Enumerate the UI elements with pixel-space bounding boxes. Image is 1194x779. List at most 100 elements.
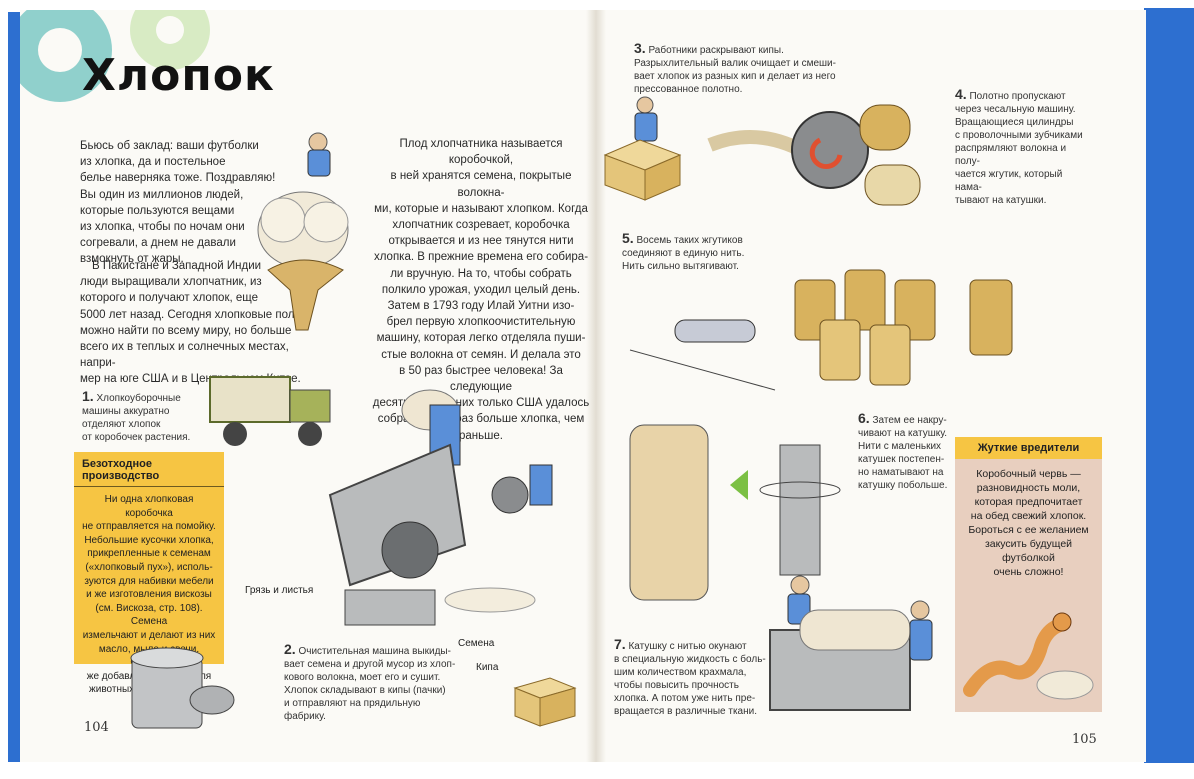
column-line: ли вручную. На то, чтобы собрать [390, 267, 572, 280]
caption-line: кового волокна, моет его и сушит. [284, 672, 441, 683]
column-line: хлопка. В прежние времена его собира- [373, 251, 589, 264]
waste-free-box: Безотходное производство Ни одна хлопков… [74, 452, 224, 695]
box-line: на обед свежий хлопок. [970, 510, 1087, 522]
intro-line: Вы один из миллионов людей, [80, 188, 244, 201]
caption-line: отделяют хлопок [82, 419, 161, 430]
intro-line: согревали, а днем не давали [80, 237, 236, 250]
page-number-right: 105 [1072, 732, 1097, 747]
caption-line: тывают на катушки. [955, 195, 1047, 206]
step-6-caption: 6. Затем ее накру- чивают на катушку. Ни… [858, 410, 948, 492]
box-line: которая предпочитает [974, 496, 1083, 508]
history-column: Плод хлопчатника называется коробочкой, … [370, 136, 592, 444]
caption-line: от коробочек растения. [82, 432, 191, 443]
caption-line: Вращающиеся цилиндры [955, 117, 1074, 128]
column-line: в ней хранятся семена, покрытые волокна- [390, 170, 572, 199]
trash-can-illustration [130, 647, 235, 729]
page-number-left: 104 [84, 720, 109, 735]
box-line: закусить будущей футболкой [984, 538, 1073, 564]
caption-line: катушку побольше. [858, 480, 948, 491]
history-line: 5000 лет назад. Сегодня хлопковые поля [80, 308, 301, 321]
step-number: 2. [284, 641, 296, 657]
history-paragraph: В Пакистане и Западной Индии люди выращи… [80, 258, 320, 388]
step-5-caption: 5. Восемь таких жгутиков соединяют в еди… [622, 230, 762, 273]
caption-line: через чесальную машину. [955, 104, 1076, 115]
book-cover-left [8, 12, 22, 762]
caption-line: прессованное полотно. [634, 84, 743, 95]
label-seeds: Семена [458, 638, 495, 649]
caption-line: с проволочными зубчиками [955, 130, 1083, 141]
caption-line: Работники раскрывают кипы. [648, 45, 784, 56]
column-line: Плод хлопчатника называется коробочкой, [399, 138, 563, 167]
page-title: Хлопок [82, 50, 275, 101]
column-line: хлопчатник созревает, коробочка [392, 219, 570, 232]
caption-line: в специальную жидкость с боль- [614, 654, 766, 665]
step-3-caption: 3. Работники раскрывают кипы. Разрыхлите… [634, 40, 874, 96]
intro-paragraph: Бьюсь об заклад: ваши футболки из хлопка… [80, 138, 290, 268]
step-number: 3. [634, 40, 646, 56]
step-number: 7. [614, 636, 626, 652]
bale-opener-illustration [603, 96, 682, 201]
step-1-caption: 1. Хлопкоуборочные машины аккуратно отде… [82, 388, 217, 444]
box-line: зуются для набивки мебели [84, 575, 214, 587]
caption-line: Затем ее накру- [872, 415, 947, 426]
label-dirt-leaves: Грязь и листья [245, 585, 314, 596]
gear-decoration [20, 10, 210, 102]
caption-line: Разрыхлительный валик очищает и смеши- [634, 58, 836, 69]
box-title: Безотходное производство [74, 452, 224, 487]
caption-line: Катушку с нитью окунают [628, 641, 747, 652]
box-line: Ни одна хлопковая коробочка [104, 494, 194, 519]
caption-line: фабрику. [284, 711, 326, 722]
cotton-gin-illustration [328, 389, 553, 626]
step-number: 5. [622, 230, 634, 246]
step-number: 1. [82, 388, 94, 404]
box-line: прикрепленные к семенам [87, 548, 211, 560]
caption-line: Хлопкоуборочные [96, 393, 181, 404]
box-line: очень сложно! [993, 566, 1064, 578]
step-number: 4. [955, 86, 967, 102]
label-bale: Кипа [476, 662, 499, 673]
column-line: брел первую хлопкоочистительную [386, 316, 576, 329]
book-gutter [586, 10, 606, 762]
history-line: можно найти по всему миру, но больше [80, 324, 292, 337]
box-line: Коробочный червь — [976, 468, 1081, 480]
caption-line: Хлопок складывают в кипы (пачки) [284, 685, 446, 696]
history-line: В Пакистане и Западной Индии [92, 260, 262, 272]
caption-line: хлопка. А потом уже нить пре- [614, 693, 756, 704]
cans-illustration [629, 269, 1013, 391]
caption-line: распрямляют волокна и полу- [955, 143, 1067, 167]
column-line: в 50 раз быстрее человека! За следующие [399, 364, 563, 394]
history-line: люди выращивали хлопчатник, из [80, 276, 262, 289]
box-line: измельчают и делают из них [82, 629, 216, 641]
caption-line: вращается в различные ткани. [614, 706, 757, 717]
caption-line: Полотно пропускают [969, 91, 1066, 102]
caption-line: соединяют в единую нить. [622, 248, 745, 259]
box-line: (см. Вискоза, стр. 108). Семена [95, 602, 203, 628]
caption-line: катушек постепен- [858, 454, 945, 465]
column-line: Затем в 1793 году Илай Уитни изо- [387, 300, 575, 313]
box-line: разновидность моли, [976, 482, 1081, 494]
box-line: Бороться с ее желанием [968, 524, 1089, 536]
intro-line: Бьюсь об заклад: ваши футболки [80, 140, 259, 152]
caption-line: Очистительная машина выкиды- [298, 646, 451, 657]
intro-line: из хлопка, чтобы по ночам они [80, 221, 245, 234]
history-line: которого и получают хлопок, еще [80, 292, 258, 305]
caption-line: шим количеством крахмала, [614, 667, 747, 678]
step-number: 6. [858, 410, 870, 426]
caption-line: чается жгутик, который нама- [955, 169, 1063, 193]
carding-machine-illustration [707, 104, 921, 206]
caption-line: Нити с маленьких [858, 441, 942, 452]
box-line: и же изготовления вискозы [86, 589, 212, 601]
history-line: всего их в теплых и солнечных местах, на… [80, 341, 289, 370]
intro-line: которые пользуются вещами [80, 204, 235, 217]
step-2-caption: 2. Очистительная машина выкиды- вает сем… [284, 641, 484, 723]
caption-line: вает семена и другой мусор из хлоп- [284, 659, 456, 670]
step-4-caption: 4. Полотно пропускают через чесальную ма… [955, 86, 1085, 207]
worm-illustration [963, 612, 1094, 700]
caption-line: и отправляют на прядильную [284, 698, 421, 709]
caption-line: вает хлопок из разных кип и делает из не… [634, 71, 836, 82]
caption-line: чтобы повысить прочность [614, 680, 739, 691]
intro-line: из хлопка, да и постельное [80, 156, 226, 169]
intro-line: взмокнуть от жары. [80, 253, 184, 266]
column-line: ми, которые и называют хлопком. Когда [374, 202, 588, 215]
column-line: полкило урожая, уходил целый день. [381, 283, 581, 296]
